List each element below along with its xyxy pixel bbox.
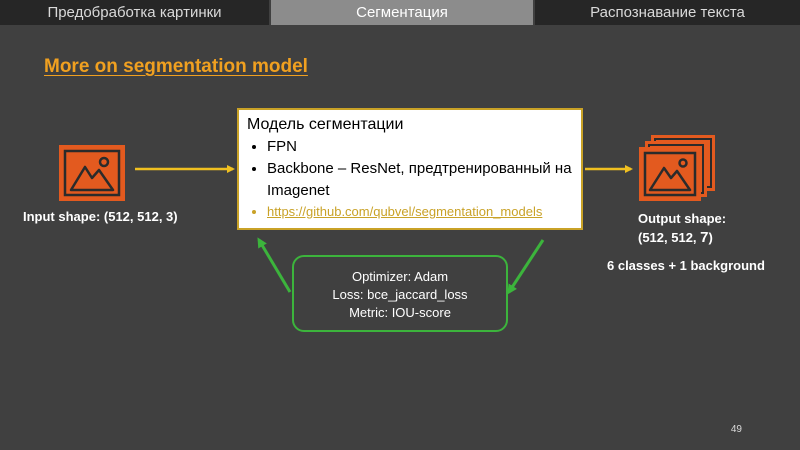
top-navigation: Предобработка картинки Сегментация Распо… (0, 0, 800, 25)
classes-label: 6 classes + 1 background (607, 258, 765, 273)
output-shape-prefix: (512, 512, (638, 230, 701, 245)
model-item-fpn: FPN (267, 136, 575, 158)
image-icon (59, 145, 125, 201)
image-stack-icon (639, 135, 715, 201)
output-shape-label: Output shape: (512, 512, 7) (638, 209, 726, 247)
model-link-item: https://github.com/qubvel/segmentation_m… (267, 202, 575, 222)
output-shape-line2: (512, 512, 7) (638, 228, 726, 247)
input-shape-label: Input shape: (512, 512, 3) (23, 209, 178, 224)
tab-preprocessing[interactable]: Предобработка картинки (0, 0, 269, 25)
optimizer-text: Optimizer: Adam (351, 269, 449, 284)
model-item-backbone: Backbone – ResNet, предтренированный на … (267, 158, 575, 202)
arrow-training-to-model (257, 237, 292, 293)
output-shape-line1: Output shape: (638, 211, 727, 226)
metric-text: Metric: IOU-score (349, 305, 451, 320)
output-channels-value: 7 (700, 229, 709, 246)
slide-title: More on segmentation model (44, 56, 308, 77)
segmentation-model-box: Модель сегментации FPN Backbone – ResNet… (237, 108, 583, 230)
segmentation-models-link[interactable]: https://github.com/qubvel/segmentation_m… (267, 204, 543, 219)
arrow-model-to-training (507, 239, 545, 295)
output-shape-suffix: ) (708, 230, 713, 245)
loss-text: Loss: bce_jaccard_loss (332, 287, 468, 302)
tab-segmentation[interactable]: Сегментация (269, 0, 535, 25)
model-heading: Модель сегментации (247, 116, 404, 133)
model-features-list: FPN Backbone – ResNet, предтренированный… (245, 136, 575, 222)
training-config-box: Optimizer: Adam Loss: bce_jaccard_loss M… (292, 255, 508, 332)
tab-text-recognition[interactable]: Распознавание текста (535, 0, 800, 25)
page-number: 49 (730, 424, 742, 435)
